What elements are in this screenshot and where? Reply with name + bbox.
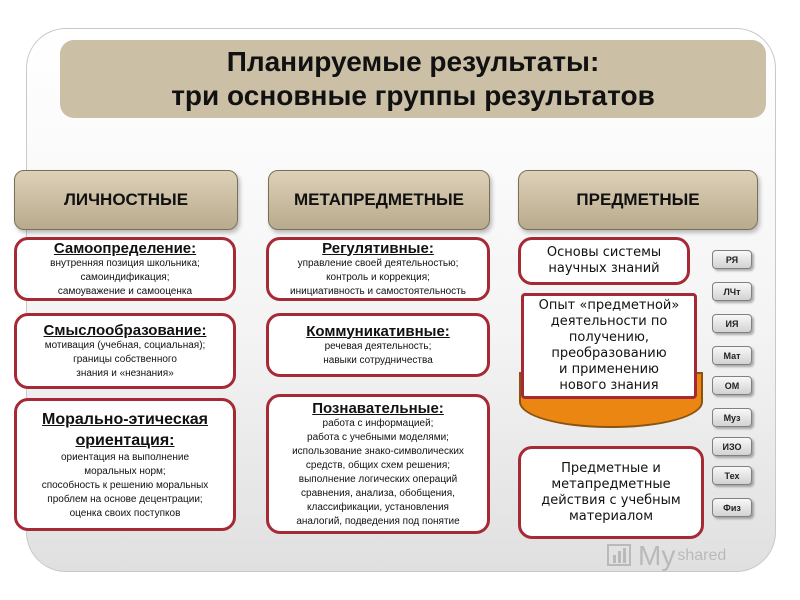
card-heading: Морально-этическая (42, 410, 208, 428)
card-self-determination: Самоопределение: внутренняя позиция школ… (14, 237, 236, 301)
card-line: проблем на основе децентрации; (47, 493, 203, 505)
card-line: Опыт «предметной» (538, 298, 680, 313)
card-line: Основы системы (546, 245, 662, 260)
subject-tag-physical-education: Физ (712, 498, 752, 517)
subject-tag-reading: ЛЧт (712, 282, 752, 301)
page-title: Планируемые результаты: три основные гру… (60, 40, 766, 118)
subject-tag-label: ИЯ (725, 318, 739, 329)
subject-tag-music: Муз (712, 408, 752, 427)
card-line: самоиндификация; (80, 271, 170, 283)
subject-tag-foreign-language: ИЯ (712, 314, 752, 333)
card-line: выполнение логических операций (298, 473, 458, 485)
card-line: деятельности по (550, 314, 668, 329)
card-line: и применению (559, 362, 659, 377)
card-line: работа с учебными моделями; (307, 431, 449, 443)
chart-logo-icon (607, 544, 631, 566)
column-header-metasubject: МЕТАПРЕДМЕТНЫЕ (268, 170, 490, 230)
card-science-basics: Основы системы научных знаний (518, 237, 690, 285)
card-heading: Самоопределение: (53, 239, 197, 257)
card-line: средств, общих схем решения; (305, 459, 451, 471)
card-communicative: Коммуникативные: речевая деятельность; н… (266, 313, 490, 377)
card-line: метапредметные (551, 476, 671, 492)
card-line: сравнения, анализа, обобщения, (301, 487, 455, 499)
subject-tag-label: Тех (724, 470, 740, 481)
card-cognitive: Познавательные: работа с информацией; ра… (266, 394, 490, 534)
card-line: аналогий, подведения под понятие (296, 515, 460, 527)
card-line: научных знаний (548, 261, 660, 276)
card-line: самоуважение и самооценка (57, 285, 193, 297)
watermark: My shared (606, 540, 726, 572)
column-header-metasubject-label: МЕТАПРЕДМЕТНЫЕ (293, 190, 465, 209)
subject-tag-world: ОМ (712, 376, 752, 395)
card-line: Предметные и (561, 460, 661, 476)
card-line: инициативность и самостоятельность (290, 285, 466, 297)
card-heading: Коммуникативные: (306, 322, 450, 340)
card-line: преобразованию (551, 346, 667, 361)
card-line: способность к решению моральных (41, 479, 209, 491)
card-line: контроль и коррекция; (326, 271, 430, 283)
card-line: внутренняя позиция школьника; (50, 257, 200, 269)
card-line: работа с информацией; (322, 417, 434, 429)
subject-tag-label: Муз (723, 412, 741, 423)
card-line: ориентация на выполнение (60, 451, 190, 463)
card-line: использование знако-символических (292, 445, 464, 457)
card-meaning-formation: Смыслообразование: мотивация (учебная, с… (14, 313, 236, 389)
card-line: речевая деятельность; (324, 340, 432, 352)
subject-tag-label: Мат (723, 350, 741, 361)
title-line-2: три основные группы результатов (171, 80, 655, 111)
subject-tag-russian: РЯ (712, 250, 752, 269)
card-subject-actions: Предметные и метапредметные действия с у… (518, 446, 704, 539)
watermark-text: My (638, 540, 676, 571)
subject-tag-label: ИЗО (722, 441, 742, 452)
subject-tag-label: Физ (723, 502, 741, 513)
card-heading: ориентация: (75, 431, 175, 449)
card-line: моральных норм; (84, 465, 166, 477)
subject-tag-label: ОМ (724, 380, 740, 391)
card-line: оценка своих поступков (69, 507, 181, 519)
card-line: навыки сотрудничества (323, 354, 433, 366)
watermark-suffix: shared (677, 547, 727, 564)
card-line: границы собственного (73, 353, 177, 365)
column-header-subject-label: ПРЕДМЕТНЫЕ (576, 190, 700, 209)
column-header-subject: ПРЕДМЕТНЫЕ (518, 170, 758, 230)
card-heading: Познавательные: (312, 399, 444, 417)
card-line: знания и «незнания» (76, 367, 174, 379)
subject-tag-label: РЯ (725, 254, 739, 265)
card-line: управление своей деятельностью; (297, 257, 459, 269)
card-line: материалом (568, 508, 654, 524)
card-heading: Регулятивные: (322, 239, 434, 257)
card-line: нового знания (559, 378, 659, 393)
subject-tag-label: ЛЧт (723, 286, 741, 297)
card-heading: Смыслообразование: (43, 321, 207, 339)
card-line: получению, (568, 330, 650, 345)
subject-tag-math: Мат (712, 346, 752, 365)
subject-tag-technology: Тех (712, 466, 752, 485)
card-line: классификации, установления (307, 501, 449, 513)
column-header-personal-label: ЛИЧНОСТНЫЕ (63, 190, 189, 209)
column-header-personal: ЛИЧНОСТНЫЕ (14, 170, 238, 230)
card-line: мотивация (учебная, социальная); (44, 339, 206, 351)
subject-tag-art: ИЗО (712, 437, 752, 456)
card-regulative: Регулятивные: управление своей деятельно… (266, 237, 490, 301)
title-line-1: Планируемые результаты: (226, 46, 600, 77)
card-subject-experience: Опыт «предметной» деятельности по получе… (521, 293, 697, 399)
card-line: действия с учебным (541, 492, 681, 508)
card-moral-orientation: Морально-этическая ориентация: ориентаци… (14, 398, 236, 531)
